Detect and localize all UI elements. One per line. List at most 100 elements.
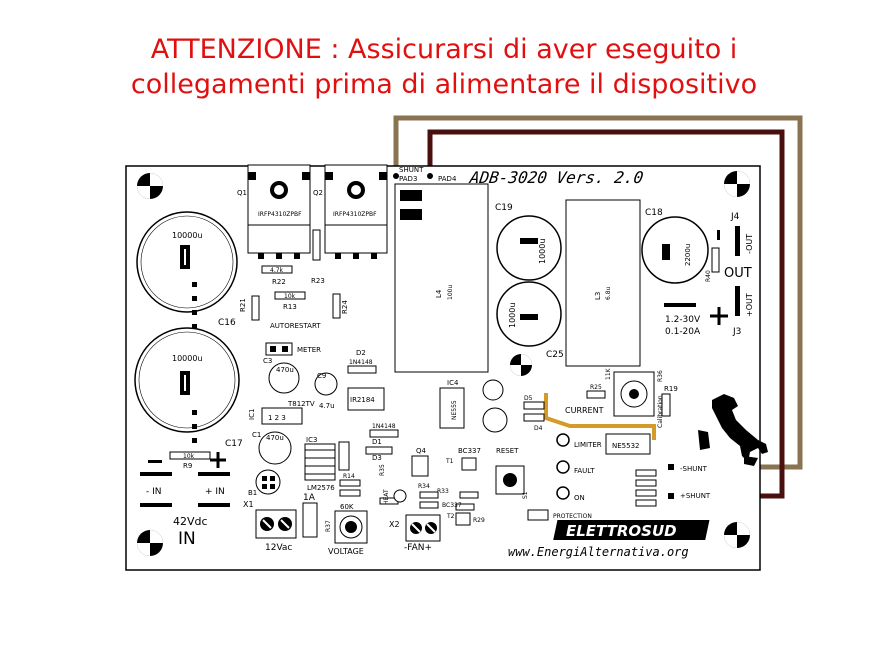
ic3-fins	[305, 449, 335, 475]
mount-hole-mid	[510, 354, 532, 376]
r21-label: R21	[239, 298, 247, 312]
mount-hole-br	[724, 522, 750, 548]
resistor-r-top-2	[400, 209, 422, 220]
l4-value: 100u	[447, 285, 454, 300]
c3-label: C3	[263, 357, 272, 365]
c19b-marker	[520, 314, 538, 320]
neg-in-bar-top	[140, 472, 172, 476]
voltage-potentiometer	[334, 510, 368, 544]
t2-label: T2	[446, 513, 455, 520]
shunt-pos-pad	[668, 493, 674, 499]
ic5-opamp	[605, 433, 651, 455]
r13-value: 10k	[284, 293, 296, 300]
q2-label: Q2	[313, 189, 323, 197]
d4-label: D4	[534, 425, 543, 432]
fuse-body	[302, 502, 318, 538]
cap-block	[338, 441, 350, 471]
svg-text:ELETTROSUD: ELETTROSUD	[566, 522, 677, 540]
resistor-r23	[312, 229, 321, 261]
c9-label: C9	[317, 372, 326, 380]
r40-label: R40	[705, 270, 712, 282]
r19-label: R19	[664, 385, 678, 393]
j3-label: J3	[732, 327, 741, 337]
capacitor-c19-a	[496, 215, 562, 281]
c1-label: C1	[252, 431, 261, 439]
capacitor-c37	[482, 407, 508, 433]
q1-part: IRFP4310ZPBF	[258, 211, 302, 218]
j4-label: J4	[730, 212, 740, 222]
input-in-label: IN	[178, 529, 196, 549]
diode-d1	[369, 429, 399, 438]
c17-label: C17	[225, 439, 243, 449]
ac-label: 12Vac	[265, 543, 292, 553]
out-neg-label: -OUT	[745, 234, 754, 254]
l3-value: 6.8u	[605, 286, 612, 300]
current-trimmer	[613, 371, 655, 417]
resistor-r9	[169, 451, 211, 460]
c16-label: C16	[218, 318, 236, 328]
mosfet-q2	[324, 164, 388, 259]
q1-label: Q1	[237, 189, 247, 197]
l3-label: L3	[594, 292, 602, 300]
out-minus-mark	[717, 230, 720, 240]
spec-bar	[664, 303, 696, 307]
c3-value: 470u	[276, 366, 294, 374]
transistor-q4	[411, 455, 429, 477]
capacitor-c36	[482, 379, 504, 401]
diode-d5	[523, 401, 545, 410]
pos-in-bar-top	[198, 472, 230, 476]
s1-label: S1	[522, 491, 529, 499]
ic2-driver	[347, 387, 385, 411]
neg-in-label: - IN	[146, 487, 162, 497]
input-voltage-label: 42Vdc	[173, 515, 208, 528]
limiter-label: LIMITER	[574, 441, 602, 449]
bridge-b1	[255, 469, 281, 495]
resistor-r40	[711, 247, 720, 273]
resistor-r-top-1	[400, 190, 422, 201]
r36-label: R36	[657, 370, 664, 382]
r33-label: R33	[437, 488, 449, 495]
meter-pin-1	[270, 346, 276, 352]
b1-label: B1	[248, 489, 257, 497]
fan-label: -FAN+	[404, 543, 432, 553]
mount-hole-tr	[724, 171, 750, 197]
shunt-neg-label: -SHUNT	[680, 465, 708, 473]
pos-in-bar-bottom	[198, 503, 230, 507]
c17-value: 10000u	[172, 354, 203, 363]
heat-label: HEAT	[383, 489, 390, 505]
ic4-label: IC4	[447, 379, 459, 387]
diode-d3	[365, 446, 393, 455]
fault-led	[556, 460, 570, 474]
resistor-r13	[274, 291, 306, 300]
ic5-part: NE5532	[612, 442, 639, 450]
t1-label: T1	[445, 458, 454, 465]
l4-label: L4	[435, 289, 443, 298]
x1-label: X1	[243, 500, 254, 509]
heat-led	[393, 489, 407, 503]
orange-trace	[544, 393, 656, 440]
r22-value: 4.7k	[270, 267, 284, 274]
autorestart-label: AUTORESTART	[270, 322, 321, 330]
c16-value: 10000u	[172, 231, 203, 240]
c1-value: 470u	[266, 434, 284, 442]
shunt-resistor-array	[635, 469, 657, 507]
terminal-x1	[255, 509, 297, 539]
pot2-value: 11K	[605, 367, 612, 380]
ic4-timer	[439, 387, 465, 429]
ic4-part: NE555	[451, 400, 458, 420]
out-plus-mark	[710, 307, 728, 325]
warning-line-1: ATTENZIONE : Assicurarsi di aver eseguit…	[150, 34, 738, 65]
capacitor-c9	[314, 372, 338, 396]
pos-in-label: + IN	[205, 487, 225, 497]
d5-label: D5	[524, 395, 533, 402]
c25-label: C25	[546, 350, 564, 360]
r34-label: R34	[418, 483, 430, 490]
r14-label: R14	[343, 473, 355, 480]
protection-jumper	[527, 509, 549, 521]
resistor-r25	[586, 390, 606, 399]
pot-value: 60K	[340, 503, 354, 511]
out-pos-bar	[735, 286, 740, 316]
out-neg-bar	[735, 226, 740, 256]
transistor-t1	[461, 457, 477, 471]
